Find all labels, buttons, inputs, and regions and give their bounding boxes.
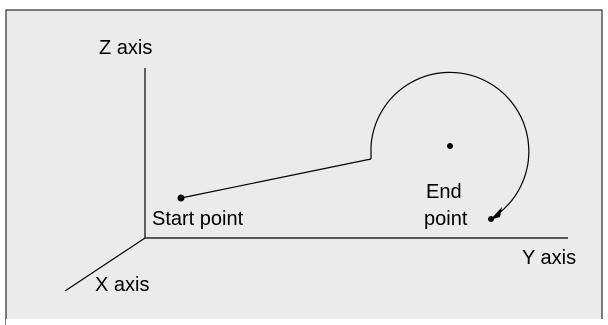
linear-path: [180, 158, 372, 199]
end-point-marker: [488, 216, 494, 222]
arc-center-marker: [447, 143, 453, 149]
z-axis-label: Z axis: [99, 37, 152, 59]
x-axis-label: X axis: [95, 274, 149, 296]
y-axis-label: Y axis: [522, 247, 576, 269]
diagram-background: [5, 9, 603, 325]
circular-arc-path: [370, 71, 530, 215]
end-point-label-line1: End: [426, 181, 462, 203]
start-point-marker: [177, 194, 185, 202]
arc-arrowhead: [490, 207, 502, 220]
bottom-margin: [6, 319, 603, 325]
x-axis-line: [64, 237, 146, 292]
start-point-label: Start point: [152, 208, 244, 230]
end-point-label-line2: point: [424, 208, 468, 230]
